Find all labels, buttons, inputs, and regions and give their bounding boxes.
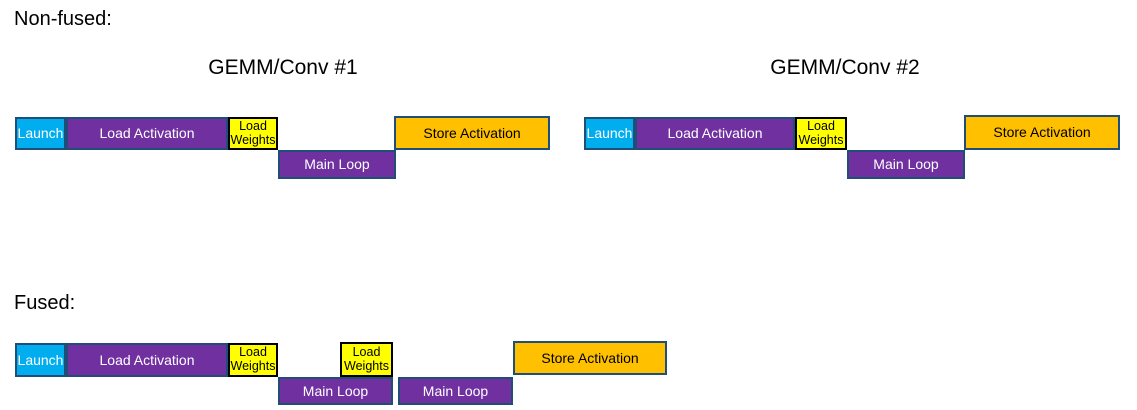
load-weights-block: Load Weights: [795, 117, 847, 150]
load-activation-block: Load Activation: [66, 343, 228, 377]
load-weights-block: Load Weights: [228, 343, 278, 377]
main-loop-block: Main Loop: [847, 150, 965, 179]
launch-block: Launch: [15, 343, 66, 377]
launch-block: Launch: [584, 117, 635, 150]
launch-block: Launch: [15, 117, 66, 150]
store-activation-block: Store Activation: [513, 341, 667, 375]
gemm-conv-1-title: GEMM/Conv #1: [208, 56, 358, 79]
non-fused-section-label: Non-fused:: [14, 8, 112, 30]
load-weights-block: Load Weights: [340, 342, 393, 377]
main-loop-block: Main Loop: [278, 377, 393, 405]
main-loop-block: Main Loop: [398, 377, 513, 405]
load-activation-block: Load Activation: [635, 117, 795, 150]
load-weights-block: Load Weights: [228, 117, 278, 150]
fused-section-label: Fused:: [14, 292, 76, 314]
store-activation-block: Store Activation: [964, 115, 1120, 150]
main-loop-block: Main Loop: [278, 150, 396, 179]
store-activation-block: Store Activation: [394, 116, 550, 150]
load-activation-block: Load Activation: [66, 117, 228, 150]
gemm-conv-2-title: GEMM/Conv #2: [770, 56, 920, 79]
